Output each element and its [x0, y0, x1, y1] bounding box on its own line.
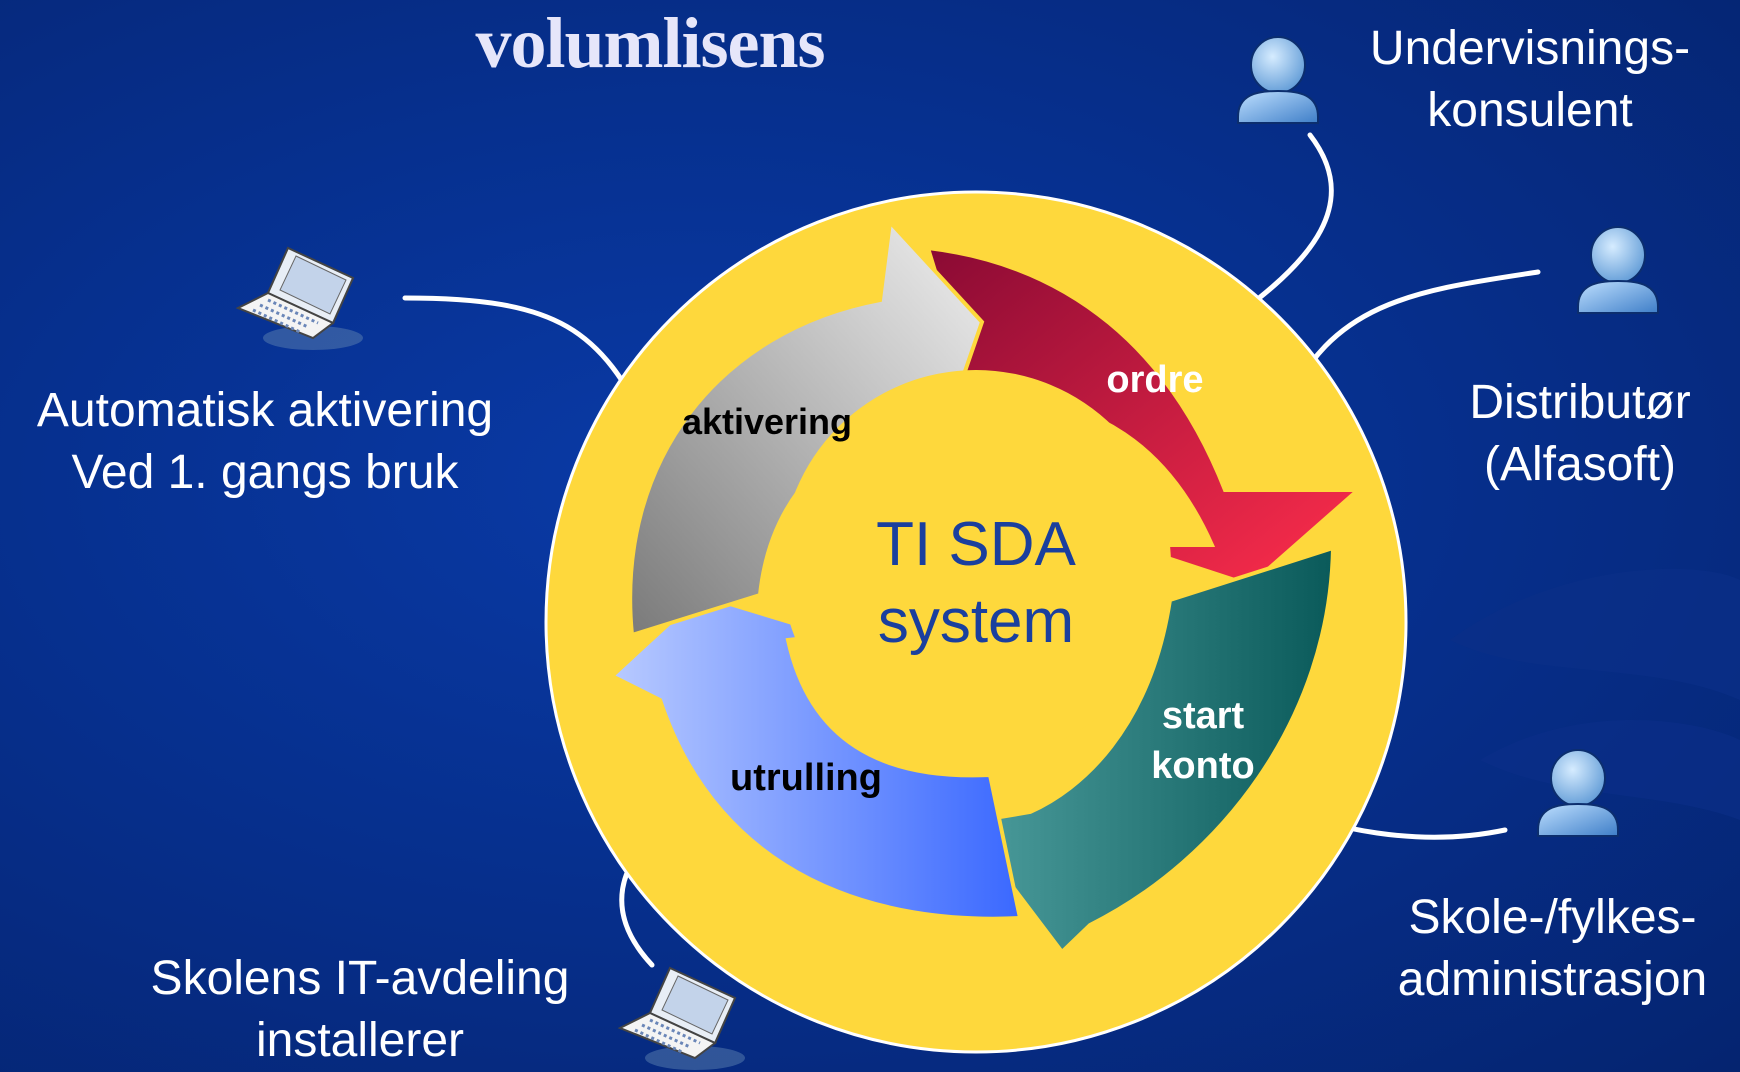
start-konto-arrow — [979, 545, 1336, 956]
background-swoosh-2 — [1480, 720, 1740, 820]
actor-automatisk: Automatisk aktivering Ved 1. gangs bruk — [0, 380, 530, 504]
cycle-label-konto: konto — [1151, 745, 1254, 787]
actor-skolens-it: Skolens IT-avdeling installerer — [105, 948, 615, 1072]
actor-distributor: Distributør (Alfasoft) — [1430, 372, 1730, 496]
cycle-label-utrulling: utrulling — [730, 757, 882, 799]
actor-label-line1: Distributør — [1469, 376, 1691, 429]
person-icon — [1577, 226, 1659, 314]
center-title-line1: TI SDA — [876, 510, 1076, 579]
actor-label-line2: (Alfasoft) — [1483, 438, 1677, 491]
laptop-icon — [617, 966, 745, 1070]
laptop-icon — [235, 246, 363, 350]
person-icon — [1537, 749, 1619, 837]
actor-undervisningskonsulent: Undervisnings- konsulent — [1340, 18, 1720, 142]
actor-label-line1: Automatisk aktivering — [36, 384, 494, 437]
actor-label-line2: installerer — [255, 1014, 465, 1067]
cycle-label-start: start — [1162, 695, 1245, 737]
actor-label-line1: Undervisnings- — [1369, 22, 1691, 75]
actor-label-line1: Skole-/fylkes- — [1408, 891, 1697, 944]
person-icon — [1237, 36, 1319, 124]
aktivering-arrow — [628, 217, 985, 638]
actor-label-line2: administrasjon — [1397, 953, 1708, 1006]
center-title-line2: system — [878, 587, 1074, 656]
actor-label-line2: Ved 1. gangs bruk — [71, 446, 459, 499]
center-circle — [781, 370, 1171, 760]
actor-label-line2: konsulent — [1427, 84, 1633, 137]
actor-skole-fylkes: Skole-/fylkes- administrasjon — [1370, 887, 1735, 1011]
cycle-label-ordre: ordre — [1106, 359, 1203, 401]
actor-label-line1: Skolens IT-avdeling — [150, 952, 570, 1005]
cycle-label-aktivering: aktivering — [682, 401, 852, 442]
background-swoosh — [1450, 568, 1740, 700]
page-title: volumlisens — [475, 3, 825, 83]
utrulling-arrow — [608, 592, 1023, 921]
